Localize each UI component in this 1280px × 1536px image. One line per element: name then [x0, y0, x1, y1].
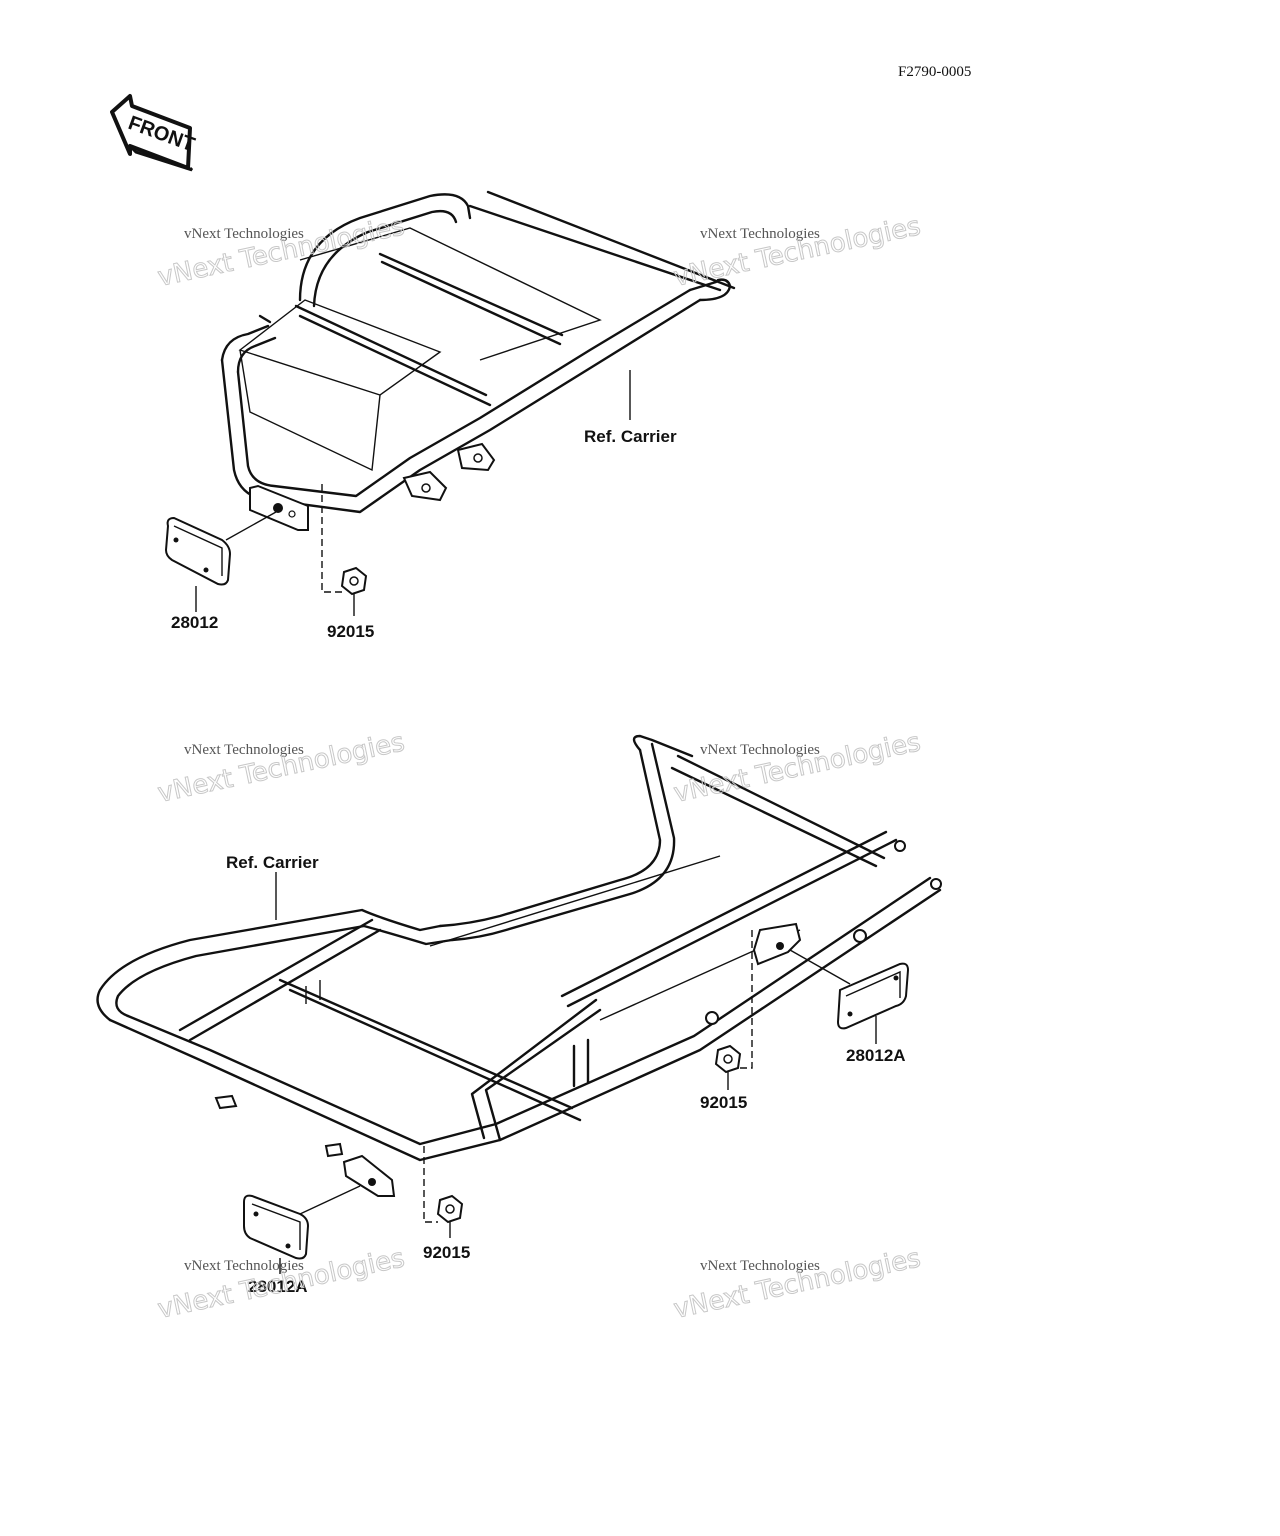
watermark-text: vNext Technologies [700, 1258, 820, 1274]
nut-92015-icon [340, 566, 368, 596]
watermark-text: vNext Technologies [184, 742, 304, 758]
watermark-outline: vNext Technologies [155, 1243, 407, 1325]
watermark-text: vNext Technologies [700, 226, 820, 242]
watermark-mid-left: vNext Technologies vNext Technologies [155, 727, 408, 810]
watermark-text: vNext Technologies [700, 742, 820, 758]
watermark-outline: vNext Technologies [671, 1243, 923, 1325]
bottom-ref-carrier-label: Ref. Carrier [226, 853, 319, 872]
bottom-right-reflector-part-number: 28012A [846, 1046, 906, 1065]
watermark-outline: vNext Technologies [155, 727, 407, 809]
bottom-right-nut-part-number: 92015 [700, 1093, 747, 1112]
watermark-bottom-left: vNext Technologies vNext Technologies [155, 1243, 408, 1326]
bottom-carrier-assembly: Ref. Carrier 28012A 92015 92015 28012A [96, 734, 942, 1296]
top-carrier-assembly: Ref. Carrier 28012 92015 [164, 190, 736, 641]
watermark-text: vNext Technologies [184, 1258, 304, 1274]
front-arrow-icon: FRONT [110, 94, 198, 172]
watermark-mid-right: vNext Technologies vNext Technologies [671, 727, 924, 810]
watermark-text: vNext Technologies [184, 226, 304, 242]
watermark-outline: vNext Technologies [671, 211, 923, 293]
figure-code: F2790-0005 [898, 64, 971, 80]
watermark-outline: vNext Technologies [155, 211, 407, 293]
top-nut-part-number: 92015 [327, 622, 374, 641]
watermark-top-right: vNext Technologies vNext Technologies [671, 211, 924, 294]
bottom-left-nut-part-number: 92015 [423, 1243, 470, 1262]
reflector-28012a-left-icon [243, 1194, 310, 1260]
watermark-bottom-right: vNext Technologies vNext Technologies [671, 1243, 924, 1326]
nut-92015-right-icon [714, 1044, 742, 1074]
nut-92015-left-icon [436, 1194, 464, 1224]
watermark-top-left: vNext Technologies vNext Technologies [155, 211, 408, 294]
bottom-left-reflector-part-number: 28012A [248, 1277, 308, 1296]
reflector-28012a-right-icon [836, 962, 910, 1030]
top-ref-carrier-label: Ref. Carrier [584, 427, 677, 446]
top-reflector-part-number: 28012 [171, 613, 218, 632]
watermark-outline: vNext Technologies [671, 727, 923, 809]
reflector-28012-icon [164, 516, 232, 586]
